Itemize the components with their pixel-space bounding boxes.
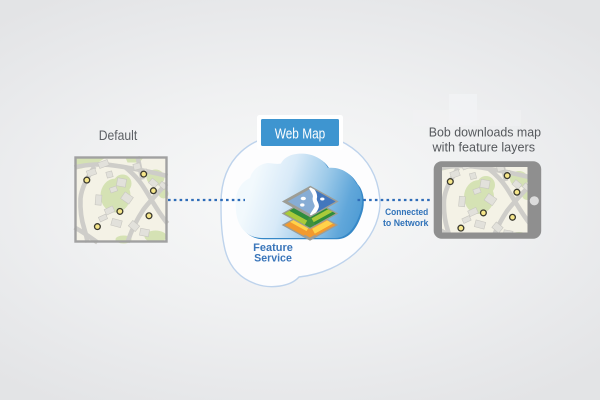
svg-text:Feature: Feature	[253, 242, 293, 254]
svg-text:Default: Default	[99, 128, 138, 143]
svg-text:Connected: Connected	[385, 207, 428, 217]
svg-text:to Network: to Network	[383, 218, 429, 228]
svg-text:with feature layers: with feature layers	[432, 139, 535, 154]
svg-text:Bob downloads map: Bob downloads map	[429, 124, 541, 139]
svg-text:Service: Service	[254, 253, 292, 265]
svg-text:Web Map: Web Map	[275, 126, 326, 143]
